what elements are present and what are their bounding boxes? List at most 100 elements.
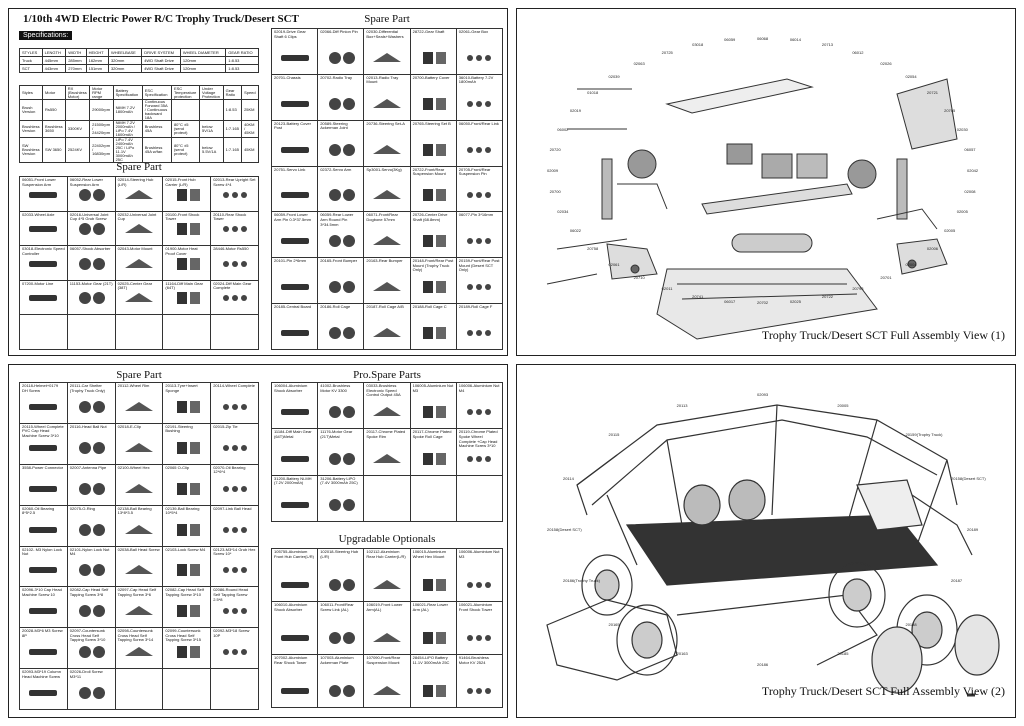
part-label: 02007-Antenna Pipe bbox=[69, 464, 107, 470]
part-illustration bbox=[423, 632, 447, 644]
part-illustration-wrap bbox=[121, 256, 157, 277]
part-illustration bbox=[280, 582, 309, 588]
part-label: 06071-Front/Rear Dogbone 57mm bbox=[366, 212, 398, 223]
part-illustration-wrap bbox=[461, 142, 497, 163]
part-illustration bbox=[372, 686, 401, 695]
spare-parts-panel-2: Spare Part Pro.Spare Parts 20118-Helmet+… bbox=[8, 364, 508, 718]
part-label: 41002-Brushless Motor KV 3300 bbox=[320, 383, 351, 393]
part-cell: 20113-Tyre+Insert Sponge bbox=[163, 383, 212, 424]
part-cell: 20705-Front/Rear Suspension Pin bbox=[456, 166, 503, 213]
part-illustration bbox=[29, 485, 58, 492]
part-illustration bbox=[124, 258, 153, 268]
part-illustration-wrap bbox=[461, 577, 497, 598]
part-illustration bbox=[29, 649, 58, 656]
table-cell: 1:8.53 bbox=[222, 99, 243, 121]
part-illustration-wrap bbox=[415, 279, 451, 300]
part-label: 01900-Motor Heat Proof Cover bbox=[165, 246, 198, 256]
part-cell: 02065 O-Clip bbox=[163, 464, 212, 506]
part-cell: 107090-Front/Rear Suspension Mount bbox=[364, 655, 411, 708]
part-cell: 02018-E-Clip bbox=[115, 423, 164, 465]
part-callout: 20713 bbox=[821, 42, 834, 48]
part-illustration-wrap bbox=[369, 404, 405, 425]
part-illustration-wrap bbox=[323, 325, 359, 346]
part-illustration bbox=[467, 284, 492, 291]
part-label: 20165-Front Bumper bbox=[320, 258, 358, 264]
part-cell: 20726-Center Drive Shaft (68.8mm) bbox=[410, 212, 457, 259]
part-cell: 20117-Chrome Plated Spoke Roll Cage bbox=[410, 429, 457, 476]
part-callout: 20158(Desert SCT) bbox=[547, 527, 582, 532]
part-illustration-wrap bbox=[369, 50, 405, 71]
part-illustration bbox=[328, 281, 355, 294]
part-illustration-wrap bbox=[277, 142, 313, 163]
part-illustration-wrap bbox=[73, 644, 109, 665]
part-illustration-wrap bbox=[323, 683, 359, 704]
part-illustration-wrap bbox=[277, 187, 313, 208]
part-illustration bbox=[176, 223, 200, 236]
table-header-cell: ESC Specification bbox=[141, 85, 172, 100]
part-label: 02097-Link Ball Head bbox=[213, 505, 252, 511]
part-illustration-wrap bbox=[217, 440, 253, 461]
table-cell bbox=[64, 99, 91, 121]
part-label: 20116-Head Ball Nut bbox=[69, 423, 107, 429]
part-cell: 02013-Rear Upright Set Screw 4*4 bbox=[211, 177, 259, 212]
part-label: 02038-Ball Head Screw bbox=[117, 546, 160, 552]
part-cell: 02086-Round Head Self Tapping Screw 2.5*… bbox=[211, 587, 259, 629]
part-illustration-wrap bbox=[461, 233, 497, 254]
part-callout: 02042 bbox=[967, 168, 979, 173]
part-cell: 02099-Countersunk Cross Head Self Tappin… bbox=[163, 628, 212, 670]
part-cell: 06057-Shock Absorber bbox=[67, 246, 116, 281]
part-illustration bbox=[280, 501, 309, 508]
part-illustration bbox=[79, 605, 106, 618]
part-cell: 02100-Wheel Hex bbox=[115, 464, 164, 506]
part-illustration-wrap bbox=[73, 522, 109, 543]
part-callout: 06022 bbox=[569, 228, 581, 234]
part-label: 20589-Steering Ackerman Joint bbox=[320, 120, 348, 131]
table-cell: 445mm bbox=[41, 56, 67, 65]
table-cell: 1:7.165 bbox=[222, 120, 243, 138]
part-illustration bbox=[176, 441, 200, 454]
part-illustration bbox=[222, 567, 247, 574]
part-cell: 106004-Aluminium Shock Absorber bbox=[272, 383, 319, 430]
part-label: 02061-Gear Box bbox=[458, 29, 489, 34]
part-illustration-wrap bbox=[277, 50, 313, 71]
part-illustration-wrap bbox=[415, 683, 451, 704]
part-cell bbox=[20, 315, 68, 350]
part-illustration-wrap bbox=[415, 451, 451, 472]
part-label: 20751-Servo Link bbox=[274, 166, 306, 172]
part-cell: 02096-3*10 Cap Head Machine Screw 10 bbox=[20, 587, 68, 629]
part-illustration-wrap bbox=[217, 399, 253, 420]
part-illustration-wrap bbox=[169, 603, 205, 624]
part-illustration bbox=[222, 444, 247, 451]
part-cell: 106006-Aluminium Nut M3 bbox=[456, 549, 503, 602]
table-header-cell: Battery Specification bbox=[112, 85, 143, 100]
spare-part-heading-left: Spare Part bbox=[116, 161, 162, 173]
part-illustration bbox=[280, 284, 309, 291]
part-label: 20114-Wheel Complete bbox=[213, 383, 255, 388]
part-label: 20722-Front/Rear Suspension Mount bbox=[412, 166, 446, 177]
part-cell bbox=[163, 315, 212, 350]
part-cell: 20702-Radio Tray bbox=[318, 74, 365, 121]
part-illustration bbox=[79, 441, 106, 454]
part-illustration-wrap bbox=[415, 187, 451, 208]
table-cell: Rs550 bbox=[42, 99, 66, 121]
table-cell: Continuous Forward 35A / Continuous back… bbox=[141, 99, 172, 121]
part-label: 06077-Pin 3*16mm bbox=[458, 212, 494, 218]
part-label: 20189-Roll Cage F bbox=[458, 304, 493, 310]
part-label: 02103-Lock Screw M4 bbox=[165, 546, 206, 552]
part-callout: 02054 bbox=[905, 74, 917, 80]
table-cell: 120mm bbox=[179, 56, 227, 65]
part-illustration-wrap bbox=[277, 233, 313, 254]
part-illustration-wrap bbox=[323, 630, 359, 651]
part-cell: 105755-Aluminium Front Hub Carrier(L/R) bbox=[272, 549, 319, 602]
part-illustration bbox=[124, 483, 153, 493]
part-illustration-wrap bbox=[217, 256, 253, 277]
part-callout: 20186(Trophy Truck) bbox=[562, 578, 600, 584]
part-illustration-wrap bbox=[277, 577, 313, 598]
part-illustration-wrap bbox=[169, 399, 205, 420]
part-illustration bbox=[79, 523, 106, 536]
part-label: 02093-M3*19 Column Head Machine Screw bbox=[22, 669, 61, 679]
part-illustration bbox=[423, 189, 447, 202]
